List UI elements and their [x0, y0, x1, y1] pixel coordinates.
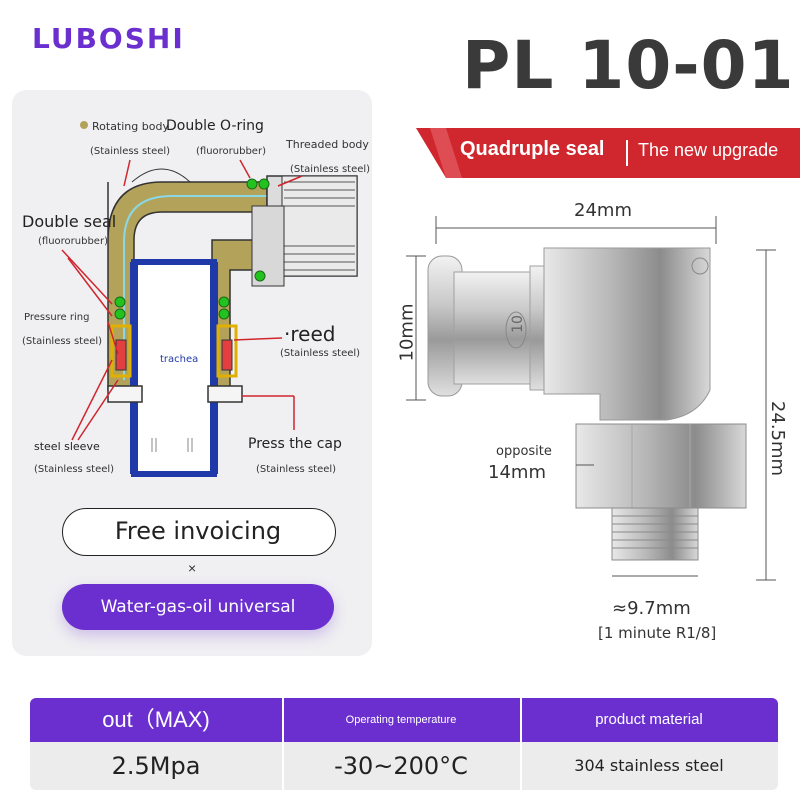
spec-value-material: 304 stainless steel: [574, 756, 724, 775]
label-double-oring-material: (fluororubber): [196, 146, 266, 157]
label-rotating-body: Rotating body: [92, 120, 169, 133]
spec-value-temperature: -30~200°C: [334, 752, 468, 780]
universal-text: Water-gas-oil universal: [100, 597, 296, 617]
banner-new-upgrade: The new upgrade: [638, 140, 779, 160]
spec-column-separator: [282, 698, 284, 790]
dim-width: 24mm: [574, 200, 632, 221]
dim-thread: ≈9.7mm: [612, 598, 691, 619]
label-double-oring: Double O-ring: [166, 118, 264, 134]
label-double-seal-material: (fluororubber): [38, 236, 108, 247]
banner-quadruple-seal: Quadruple seal: [460, 138, 605, 160]
label-threaded-body: Threaded body: [286, 138, 369, 151]
label-press-cap-material: (Stainless steel): [256, 464, 337, 475]
label-threaded-body-material: (Stainless steel): [290, 164, 371, 175]
product-marking: 10: [509, 315, 526, 333]
spec-header-output-a: out: [102, 707, 133, 732]
spec-header-temperature: Operating temperature: [345, 714, 457, 726]
spec-header-row: [30, 698, 778, 742]
label-rotating-body-material: (Stainless steel): [90, 146, 171, 157]
banner-separator: [626, 140, 628, 166]
spec-value-output: 2.5Mpa: [111, 752, 201, 780]
label-press-cap: Press the cap: [248, 436, 342, 452]
label-reed-material: (Stainless steel): [280, 348, 361, 359]
brand-logo: LUBOSHI: [32, 22, 185, 55]
spec-header-output: out（MAX): [30, 698, 282, 742]
dim-hex-size: 14mm: [488, 462, 546, 483]
label-pressure-ring-material: (Stainless steel): [22, 336, 103, 347]
label-steel-sleeve: steel sleeve: [34, 440, 100, 453]
label-reed: ·reed: [284, 322, 336, 346]
free-invoicing-pill: [62, 508, 336, 556]
label-pressure-ring: Pressure ring: [24, 312, 90, 323]
spec-value-row: [30, 742, 778, 790]
times-symbol: ×: [188, 560, 197, 576]
spec-header-material: product material: [595, 711, 703, 728]
label-double-seal: Double seal: [22, 212, 117, 231]
label-trachea: trachea: [160, 354, 199, 365]
dim-hex-label: opposite: [496, 444, 552, 459]
dim-port: 10mm: [396, 303, 418, 362]
model-title: PL 10-01: [462, 27, 795, 104]
banner-background: [416, 128, 800, 178]
label-steel-sleeve-material: (Stainless steel): [34, 464, 115, 475]
free-invoicing-text: Free invoicing: [114, 517, 282, 545]
universal-pill: [62, 584, 334, 630]
cross-section-diagram: [61, 121, 358, 477]
dim-height: 24.5mm: [767, 400, 789, 477]
dim-thread-spec: [1 minute R1/8]: [598, 624, 717, 642]
spec-header-output-b: （MAX): [132, 707, 210, 732]
product-illustration: [406, 216, 776, 581]
spec-column-separator: [520, 698, 522, 790]
spec-table: out（MAX) Operating temperature product m…: [30, 698, 778, 790]
